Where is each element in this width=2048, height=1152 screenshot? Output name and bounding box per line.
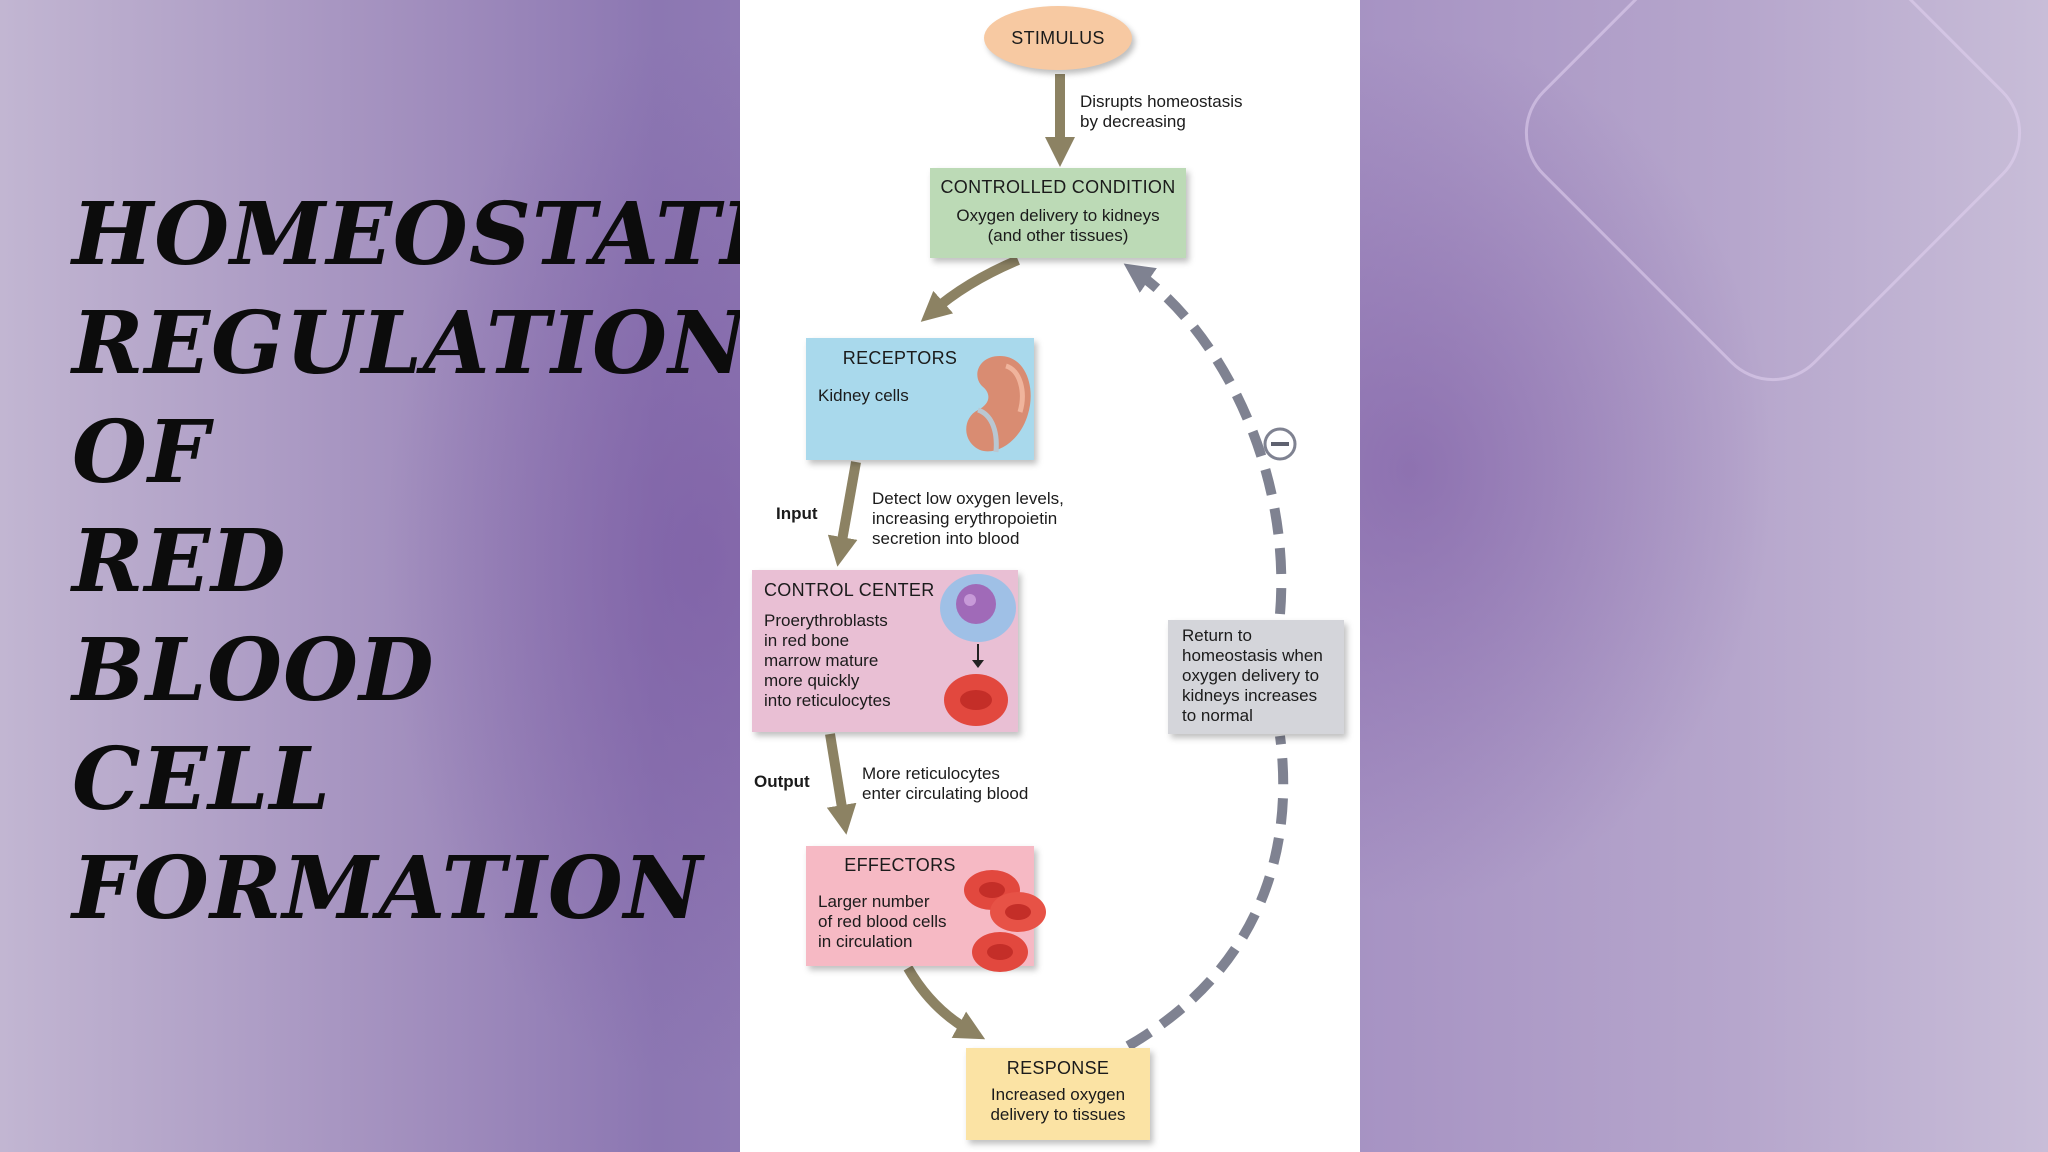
- effectors-line: in circulation: [818, 932, 913, 951]
- title-line: RED: [72, 511, 287, 612]
- control-center-line: in red bone: [764, 631, 850, 650]
- return-to-homeostasis-node: Return to homeostasis when oxygen delive…: [1168, 620, 1344, 734]
- disrupts-label: Disrupts homeostasis by decreasing: [1080, 92, 1243, 132]
- arrow-condition-to-receptors: [920, 255, 1020, 322]
- controlled-condition-line: Oxygen delivery to kidneys: [956, 206, 1160, 225]
- control-center-line: marrow mature: [764, 651, 879, 670]
- proerythroblast-icon: [940, 574, 1016, 726]
- effectors-node: EFFECTORS Larger number of red blood cel…: [806, 846, 1046, 972]
- negative-feedback-icon: [1263, 427, 1297, 461]
- return-line: kidneys increases: [1182, 686, 1318, 705]
- feedback-loop-arrows: [825, 74, 1297, 1051]
- control-center-line: Proerythroblasts: [764, 611, 888, 630]
- title-line: CELL: [72, 729, 331, 830]
- response-text: Increased oxygen delivery to tissues: [966, 1085, 1150, 1125]
- feedback-loop-upper: [1123, 263, 1287, 615]
- output-line: More reticulocytes: [862, 764, 1000, 783]
- disrupts-line: by decreasing: [1080, 112, 1186, 131]
- return-line: to normal: [1182, 706, 1253, 725]
- arrow-receptors-to-control: [827, 461, 861, 567]
- output-label: Output: [754, 772, 810, 791]
- arrow-control-to-effectors: [825, 733, 857, 835]
- control-center-node: CONTROL CENTER Proerythroblasts in red b…: [752, 570, 1018, 732]
- title-line: BLOOD: [72, 620, 435, 721]
- return-line: homeostasis when: [1182, 646, 1323, 665]
- response-line: delivery to tissues: [990, 1105, 1126, 1124]
- effectors-heading: EFFECTORS: [844, 855, 956, 875]
- diagram-panel: STIMULUS Disrupts homeostasis by decreas…: [740, 0, 1360, 1152]
- slide-title: HOMEOSTATIC REGULATION OF RED BLOOD CELL…: [72, 180, 831, 943]
- controlled-condition-text: Oxygen delivery to kidneys (and other ti…: [930, 206, 1186, 246]
- title-line: HOMEOSTATIC: [72, 184, 831, 285]
- title-line: FORMATION: [72, 838, 704, 939]
- receptors-node: RECEPTORS Kidney cells: [806, 338, 1034, 460]
- input-line: increasing erythropoietin: [872, 509, 1058, 528]
- stimulus-node: STIMULUS: [984, 6, 1132, 70]
- feedback-loop-lower: [1125, 735, 1289, 1051]
- red-blood-cell-icon: [964, 870, 1046, 972]
- receptors-heading: RECEPTORS: [842, 348, 958, 368]
- response-heading: RESPONSE: [1006, 1058, 1110, 1078]
- effectors-line: Larger number: [818, 892, 930, 911]
- disrupts-line: Disrupts homeostasis: [1080, 92, 1243, 111]
- output-description: More reticulocytes enter circulating blo…: [862, 764, 1028, 804]
- return-text: Return to homeostasis when oxygen delive…: [1182, 626, 1330, 726]
- return-line: Return to: [1182, 626, 1252, 645]
- effectors-text: Larger number of red blood cells in circ…: [818, 892, 947, 952]
- controlled-condition-line: (and other tissues): [987, 226, 1129, 245]
- control-center-heading: CONTROL CENTER: [764, 580, 935, 600]
- decorative-diamond-outline: [1500, 0, 2046, 406]
- kidney-icon: [966, 356, 1031, 453]
- receptors-text: Kidney cells: [818, 386, 909, 405]
- title-line: REGULATION: [72, 293, 748, 394]
- input-line: Detect low oxygen levels,: [872, 489, 1064, 508]
- controlled-condition-heading: CONTROLLED CONDITION: [940, 177, 1176, 197]
- stimulus-label: STIMULUS: [1011, 27, 1105, 48]
- output-line: enter circulating blood: [862, 784, 1029, 803]
- control-center-text: Proerythroblasts in red bone marrow matu…: [764, 611, 1006, 711]
- response-node: RESPONSE Increased oxygen delivery to ti…: [966, 1048, 1150, 1140]
- control-center-line: into reticulocytes: [764, 691, 891, 710]
- input-description: Detect low oxygen levels, increasing ery…: [872, 489, 1064, 549]
- control-center-line: more quickly: [764, 671, 860, 690]
- arrow-effectors-to-response: [903, 965, 986, 1040]
- response-line: Increased oxygen: [990, 1085, 1126, 1104]
- input-line: secretion into blood: [872, 529, 1020, 548]
- input-label: Input: [776, 504, 818, 523]
- title-line: OF: [72, 402, 210, 503]
- controlled-condition-node: CONTROLLED CONDITION Oxygen delivery to …: [930, 168, 1186, 258]
- return-line: oxygen delivery to: [1182, 666, 1320, 685]
- effectors-line: of red blood cells: [818, 912, 947, 931]
